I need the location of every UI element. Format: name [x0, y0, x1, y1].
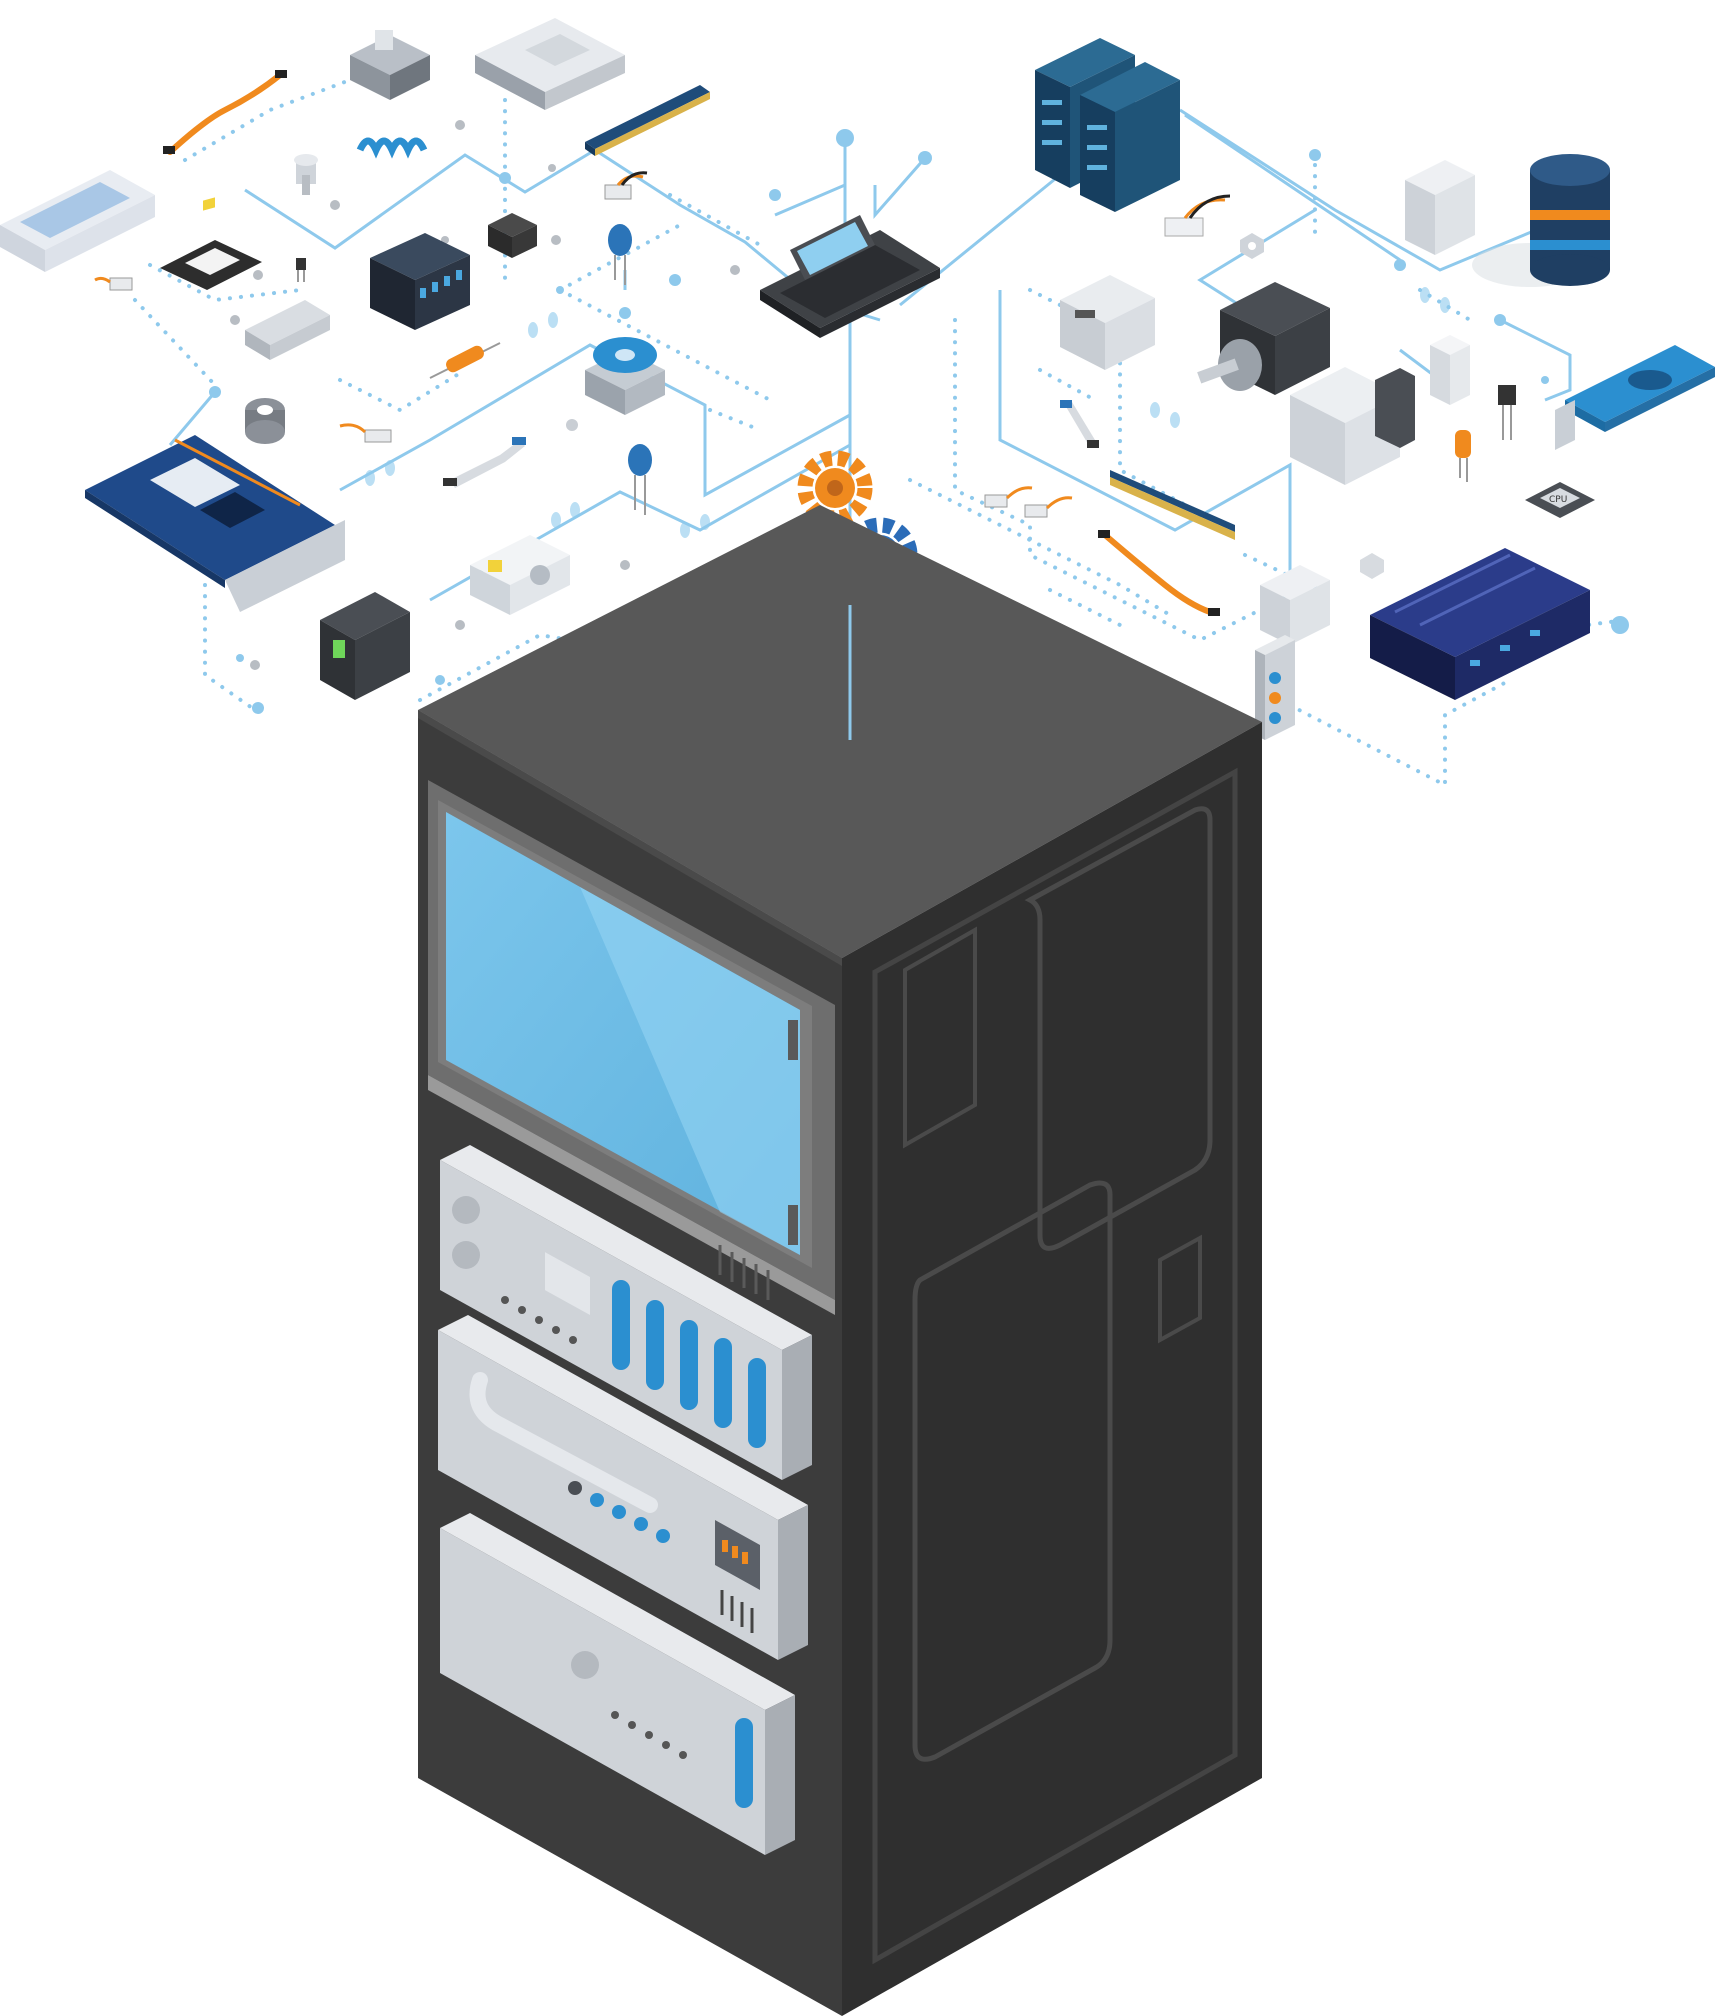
nas-storage-icon: [370, 233, 470, 330]
rack-unit-3: [440, 1513, 795, 1855]
servo-motor-icon: [1197, 282, 1330, 395]
cpu-chip-icon: CPU: [1525, 482, 1595, 518]
spring-icon: [356, 137, 428, 159]
transistor-icon-2: [1498, 385, 1516, 440]
ram-module-icon-2: [1110, 470, 1235, 540]
rack-unit-2: [438, 1315, 808, 1660]
rack-side-door-outline: [872, 767, 1238, 1965]
wall-socket-panel-icon: [1255, 635, 1295, 740]
terminal-block-icon: [1430, 335, 1470, 405]
power-connector-icon: [604, 171, 648, 200]
rack-unit-1-leds: [501, 1296, 577, 1344]
rack-monitor: [428, 780, 835, 1315]
transistor-icon: [296, 258, 306, 282]
optical-drive-icon: [475, 18, 625, 110]
resistor-icon: [429, 342, 501, 379]
small-connector-icon: [94, 276, 133, 291]
network-card-icon: [85, 435, 345, 612]
server-rack-cabinet: [418, 505, 1262, 2016]
toroid-inductor-icon: [245, 398, 285, 444]
hex-nut-icon: [1240, 233, 1264, 259]
cpu-cooler-fan-icon: [585, 337, 665, 415]
ribbon-cable-icon-2: [1060, 400, 1099, 448]
bolt-icon: [294, 154, 318, 195]
orange-cable-icon-2: [1098, 530, 1220, 616]
rack-unit-1: [440, 1145, 812, 1480]
power-supply-box-icon: [0, 170, 155, 272]
monitor-vent: [718, 1245, 770, 1300]
inductor-cube-icon: [488, 213, 537, 258]
relay-module-icon: [1260, 565, 1330, 645]
blue-led-icon-2: [628, 444, 652, 515]
ribbon-cable-icon: [443, 437, 526, 488]
inverter-drive-icon: [320, 592, 410, 700]
power-connector-icon-2: [984, 486, 1073, 518]
graphics-card-icon: [1555, 345, 1715, 450]
plc-module-icon: [1060, 275, 1155, 370]
orange-cable-icon: [163, 70, 287, 155]
ram-module-icon: [585, 85, 710, 156]
rack-unit-2-buttons: [568, 1481, 670, 1543]
ssd-drive-icon: [160, 197, 262, 290]
atx-power-supply-icon: [470, 535, 570, 615]
network-nodes: [209, 129, 1629, 714]
pneumatic-module-icon: [1405, 160, 1475, 255]
capacitor-icon: [1455, 430, 1471, 482]
database-icon: [1472, 154, 1610, 287]
rack-unit-2-display: [715, 1520, 760, 1633]
rack-server-icon: [1370, 548, 1590, 700]
cable-connector-icon: [339, 423, 392, 443]
blue-led-icon: [608, 224, 632, 285]
rack-unit-3-leds: [611, 1711, 687, 1759]
ic-chip-icon: [245, 300, 330, 360]
wire-harness-icon: [1164, 194, 1231, 237]
laptop-icon: [760, 215, 940, 338]
rack-unit-1-drive-bays: [612, 1280, 766, 1448]
hex-nut-icon-2: [1360, 553, 1384, 579]
relay-switch-icon: [350, 30, 430, 100]
cpu-chip-label: CPU: [1549, 495, 1567, 505]
server-towers-icon: [1035, 38, 1180, 212]
screw-icons: [230, 120, 740, 670]
contactor-icon: [1290, 367, 1415, 485]
